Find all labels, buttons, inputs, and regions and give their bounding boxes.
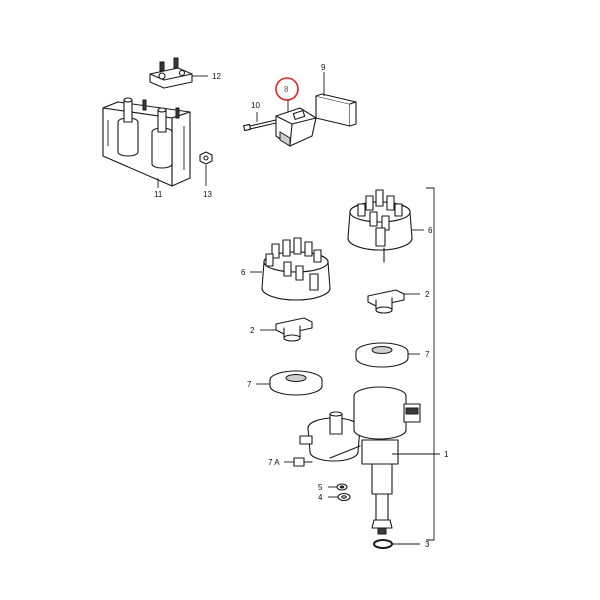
part-6-distributor-cap-upper — [347, 189, 413, 263]
callout-2-lower: 2 — [250, 326, 255, 335]
callout-10: 10 — [251, 101, 260, 110]
part-7-shield-upper — [355, 342, 409, 368]
callout-3: 3 — [425, 540, 430, 549]
callout-7-lower: 7 — [247, 380, 252, 389]
part-11-ignition-coil — [102, 97, 191, 187]
callout-7-upper: 7 — [425, 350, 430, 359]
part-2-rotor-lower — [275, 317, 313, 342]
callout-12: 12 — [212, 72, 221, 81]
highlight-ring — [275, 77, 299, 101]
callout-11: 11 — [154, 190, 163, 199]
part-5-washer — [336, 483, 348, 491]
part-10-screw — [243, 119, 277, 132]
callout-8: 8 — [284, 85, 289, 94]
part-8-control-module — [275, 107, 317, 147]
callout-6-upper: 6 — [428, 226, 433, 235]
part-9-plate — [315, 93, 357, 127]
assembly-bracket — [426, 187, 435, 541]
callout-2-upper: 2 — [425, 290, 430, 299]
part-6-distributor-cap-lower — [261, 237, 331, 301]
part-13-nut — [199, 151, 213, 165]
part-1-distributor-body — [299, 386, 421, 535]
part-7A-fitting — [293, 457, 313, 467]
callout-4: 4 — [318, 493, 323, 502]
callout-7A: 7 A — [268, 458, 280, 467]
part-12-bracket — [149, 57, 193, 89]
callout-5: 5 — [318, 483, 323, 492]
callout-13: 13 — [203, 190, 212, 199]
callout-9: 9 — [321, 63, 326, 72]
part-3-o-ring — [373, 539, 393, 549]
callout-6-lower: 6 — [241, 268, 246, 277]
part-2-rotor-upper — [367, 289, 405, 314]
part-4-washer — [337, 492, 351, 502]
callout-1: 1 — [444, 450, 449, 459]
part-7-shield-lower — [269, 370, 323, 396]
